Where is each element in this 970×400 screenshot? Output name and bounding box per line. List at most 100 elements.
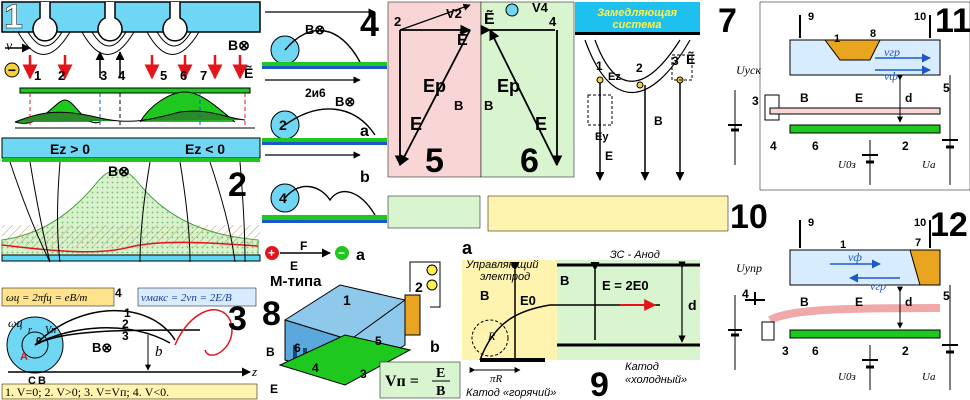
p1-point-6: 6: [180, 68, 187, 83]
p3-number: 3: [228, 300, 247, 338]
p12-number: 12: [930, 206, 968, 244]
p6-ep: Eр: [497, 76, 520, 96]
p3-b: b: [155, 344, 163, 360]
p11-b: B: [800, 91, 809, 105]
p10-label-5: 5: [943, 289, 950, 303]
p1-point-5: 5: [160, 68, 167, 83]
p8-minus: −: [338, 246, 345, 260]
p1-point-2: 2: [58, 68, 65, 83]
p2-ez-neg: Ez < 0: [185, 141, 225, 157]
p1-number: 1: [4, 0, 23, 36]
p10-label-3: 3: [782, 344, 789, 358]
p1-field-e: Ẽ: [244, 64, 253, 81]
p1-field-b: B⊗: [228, 37, 250, 53]
p11-vgr: vгр: [884, 45, 900, 59]
p7-ez: Ez: [608, 71, 621, 83]
p11-label-4: 4: [770, 139, 777, 153]
p9-cathode-hot: Катод «горячий»: [466, 387, 556, 399]
p8-number: 8: [262, 295, 281, 333]
p10-label-7: 7: [915, 237, 921, 249]
p9-ctrl-1: Управляющий: [465, 259, 539, 271]
p7-pt-1: 1: [596, 59, 603, 73]
p5-e-tilde: Ẽ: [457, 29, 468, 49]
panel-6: 4 V4 Ẽ Eр B E 6: [480, 0, 575, 180]
p7-e: E: [605, 149, 613, 163]
p4-label-4: 4: [279, 190, 287, 206]
p5-v2: V2: [446, 6, 462, 21]
p11-label-5: 5: [943, 81, 950, 95]
p3-field-b: B⊗: [92, 340, 112, 355]
p9-number: 9: [590, 366, 609, 400]
p2-ez-pos: Ez > 0: [50, 141, 90, 157]
p3-r: r: [28, 325, 32, 336]
p10-d: d: [905, 295, 912, 309]
panel-9: a Управляющий электрод ЗС - Анод B E0 B …: [462, 238, 700, 400]
p3-omega: ωц: [8, 316, 22, 330]
p8-e: E: [290, 259, 298, 273]
p8-vp-lhs: Vп =: [385, 373, 419, 390]
p5-b: B: [454, 98, 463, 113]
p5-e: E: [410, 114, 422, 134]
p8-e-bottom: E: [270, 382, 278, 396]
p4-b: b: [360, 169, 370, 186]
p7-title-line1: Замедляющая: [597, 7, 678, 19]
p10-label-4: 4: [742, 287, 749, 301]
p9-cathode-cold-2: «холодный»: [625, 374, 687, 386]
p3-curve-3: 3: [122, 329, 129, 343]
p10-e: E: [855, 295, 863, 309]
p8-plus: +: [268, 246, 275, 260]
p11-e: E: [855, 91, 863, 105]
p3-a: A: [20, 351, 28, 363]
p11-vf: vф: [884, 69, 898, 83]
panel-4: B⊗ 4 2 2и6 B⊗ a 4 b: [262, 2, 387, 237]
p8-vp-den: B: [436, 384, 445, 399]
p8-title: М-типа: [270, 273, 322, 290]
p11-label-8: 8: [870, 28, 876, 40]
p3-bpt: B: [38, 375, 46, 387]
p11-d: d: [905, 91, 912, 105]
p8-label-1: 1: [343, 292, 351, 308]
p10-vgr: vгр: [870, 279, 886, 293]
p1-minus: −: [8, 62, 16, 78]
p7-ey: Ey: [595, 131, 609, 143]
p8-vp-num: E: [436, 366, 445, 381]
formulas: [387, 195, 729, 232]
p11-ua: Ua: [922, 159, 936, 171]
p7-pt-3: 3: [672, 54, 679, 68]
p4-label-2: 2: [279, 117, 287, 133]
p7-e-tilde: Ẽ: [686, 50, 695, 67]
p6-pt4: 4: [549, 14, 557, 29]
p8-label-5: 5: [375, 334, 382, 348]
p4-number: 4: [360, 6, 379, 44]
p10-uoz: U0з: [838, 371, 856, 383]
p8-label-3: 3: [360, 367, 367, 381]
p5-ep: Eр: [423, 76, 446, 96]
p10-label-10: 10: [914, 217, 926, 229]
p3-zero: 0: [36, 336, 42, 347]
p4-a: a: [360, 123, 369, 140]
p1-point-7: 7: [200, 68, 207, 83]
p3-z: z: [251, 364, 257, 379]
panel-8: + − F E a М-типа 8 1 2 3 4 5 6 B E b Vп …: [262, 239, 461, 399]
p8-label-6: 6: [294, 341, 301, 355]
p10-uupr: Uупр: [736, 261, 762, 275]
p4-label-2i6: 2и6: [305, 86, 326, 100]
p1-point-4: 4: [118, 68, 126, 83]
panel-2: Ez > 0 Ez < 0 B⊗ 2: [1, 137, 261, 263]
p11-label-10: 10: [914, 11, 926, 23]
p11-uusk: Uуск: [736, 63, 761, 77]
p11-label-9: 9: [808, 11, 814, 23]
p9-b2: B: [560, 273, 569, 288]
p9-ctrl-2: электрод: [480, 271, 530, 283]
p7-pt-2: 2: [636, 61, 643, 75]
p2-field-b: B⊗: [108, 163, 130, 179]
p4-field-b2: B⊗: [335, 94, 355, 109]
p8-a: a: [356, 247, 365, 264]
p3-vp: Vп: [45, 325, 56, 336]
p3-curve-2: 2: [122, 317, 129, 331]
p9-a: a: [462, 238, 473, 258]
p10-ua: Ua: [922, 371, 936, 383]
panel-5: 2 V2 Ẽ Eр B E 5: [387, 1, 482, 180]
p11-number: 11: [935, 2, 970, 40]
